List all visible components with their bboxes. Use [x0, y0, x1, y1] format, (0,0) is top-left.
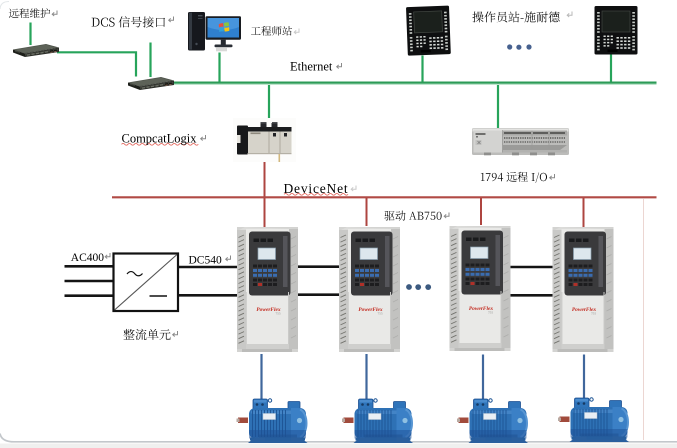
svg-text:DeviceNet: DeviceNet	[284, 181, 349, 196]
svg-text:DC540: DC540	[189, 254, 222, 266]
svg-text:Ethernet: Ethernet	[290, 59, 333, 73]
svg-text:CompcatLogix: CompcatLogix	[122, 132, 198, 146]
svg-text:AC400: AC400	[71, 252, 104, 264]
